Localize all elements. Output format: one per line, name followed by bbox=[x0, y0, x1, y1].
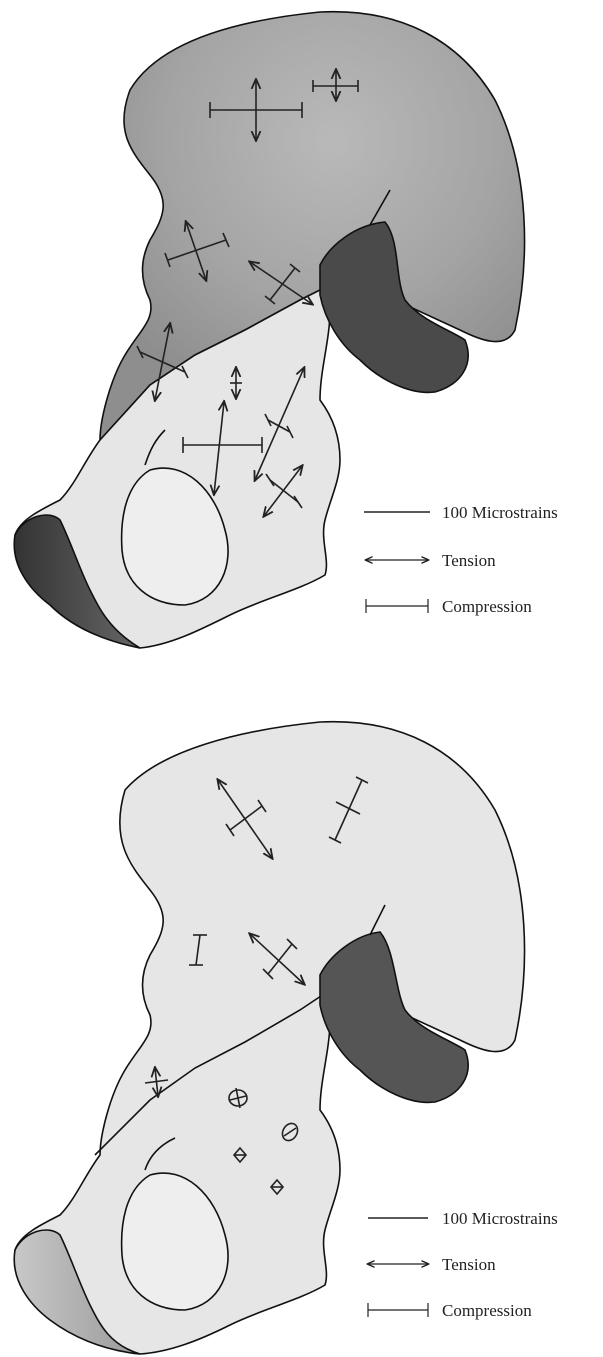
legend-scale-label: 100 Microstrains bbox=[442, 1209, 558, 1228]
compression-symbol bbox=[366, 599, 428, 613]
bottom-pelvis-diagram: 100 Microstrains Tension Compression bbox=[0, 690, 603, 1357]
bottom-pelvis-svg: 100 Microstrains Tension Compression bbox=[0, 690, 603, 1357]
legend-scale-label: 100 Microstrains bbox=[442, 503, 558, 522]
legend-top: 100 Microstrains Tension Compression bbox=[364, 503, 558, 616]
compression-symbol bbox=[368, 1303, 428, 1317]
legend-compression-label: Compression bbox=[442, 597, 532, 616]
legend-bottom: 100 Microstrains Tension Compression bbox=[368, 1209, 558, 1320]
top-pelvis-svg: 100 Microstrains Tension Compression bbox=[0, 0, 603, 670]
legend-tension-label: Tension bbox=[442, 551, 496, 570]
legend-tension-label: Tension bbox=[442, 1255, 496, 1274]
legend-compression-label: Compression bbox=[442, 1301, 532, 1320]
top-pelvis-diagram: 100 Microstrains Tension Compression bbox=[0, 0, 603, 670]
